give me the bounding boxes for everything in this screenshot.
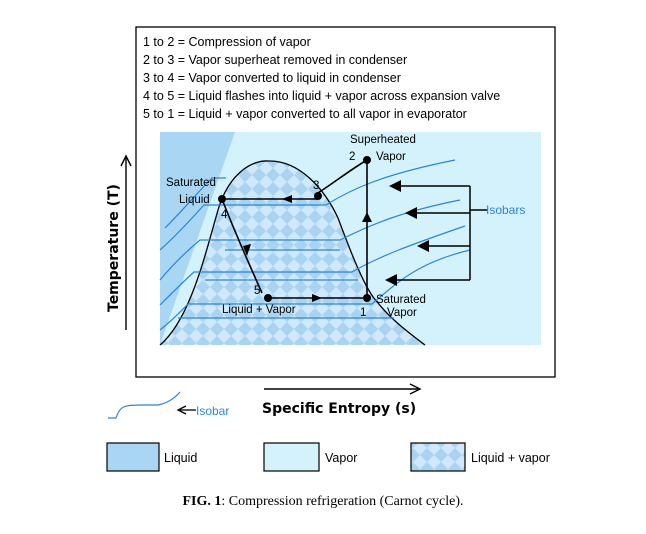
key-liquid-label: Liquid (164, 451, 197, 465)
key-liquid-vapor-label: Liquid + vapor (471, 451, 550, 465)
saturated-vapor-label-2: Vapor (387, 307, 417, 319)
point-5-label: 5 (254, 285, 260, 297)
legend-line-3: 3 to 4 = Vapor converted to liquid in co… (143, 71, 401, 85)
isobar-sample-arrow (176, 405, 196, 415)
cycle-points (218, 156, 371, 302)
caption-prefix: FIG. 1 (182, 494, 222, 509)
point-4-label: 4 (221, 209, 228, 221)
figure-caption: FIG. 1: Compression refrigeration (Carno… (0, 494, 646, 510)
legend-line-4: 4 to 5 = Liquid flashes into liquid + va… (143, 89, 500, 103)
point-3-label: 3 (313, 180, 319, 192)
liquid-vapor-label: Liquid + Vapor (222, 304, 296, 316)
process-legend: 1 to 2 = Compression of vapor 2 to 3 = V… (143, 35, 500, 121)
superheated-vapor-label: Vapor (376, 151, 406, 163)
y-axis-arrow (120, 154, 132, 330)
isobar-sample-label: Isobar (196, 404, 229, 418)
isobars-label: Isobars (486, 203, 525, 217)
isobars-pointer (385, 180, 488, 286)
key-liquid-vapor-swatch (410, 442, 466, 472)
saturation-dome (159, 160, 426, 346)
x-axis-arrow (264, 383, 422, 395)
y-axis-label: Temperature (T) (106, 184, 122, 312)
key-vapor-swatch (263, 442, 320, 472)
key-liquid-swatch (106, 442, 160, 472)
saturated-liquid-label-2: Liquid (179, 194, 210, 206)
isobar-lines (159, 159, 471, 331)
saturated-vapor-label-1: Saturated (376, 294, 426, 306)
saturated-liquid-label-1: Saturated (166, 177, 216, 189)
caption-text: : Compression refrigeration (Carnot cycl… (221, 494, 464, 509)
point-1-label: 1 (360, 307, 366, 319)
isobar-sample-line (108, 391, 181, 419)
legend-line-5: 5 to 1 = Liquid + vapor converted to all… (143, 107, 467, 121)
key-vapor-label: Vapor (325, 451, 357, 465)
legend-line-1: 1 to 2 = Compression of vapor (143, 35, 311, 49)
x-axis-label: Specific Entropy (s) (262, 401, 416, 417)
legend-line-2: 2 to 3 = Vapor superheat removed in cond… (143, 53, 407, 67)
point-2-label: 2 (349, 151, 355, 163)
cycle-arrows (243, 195, 372, 302)
superheated-label: Superheated (350, 134, 416, 146)
